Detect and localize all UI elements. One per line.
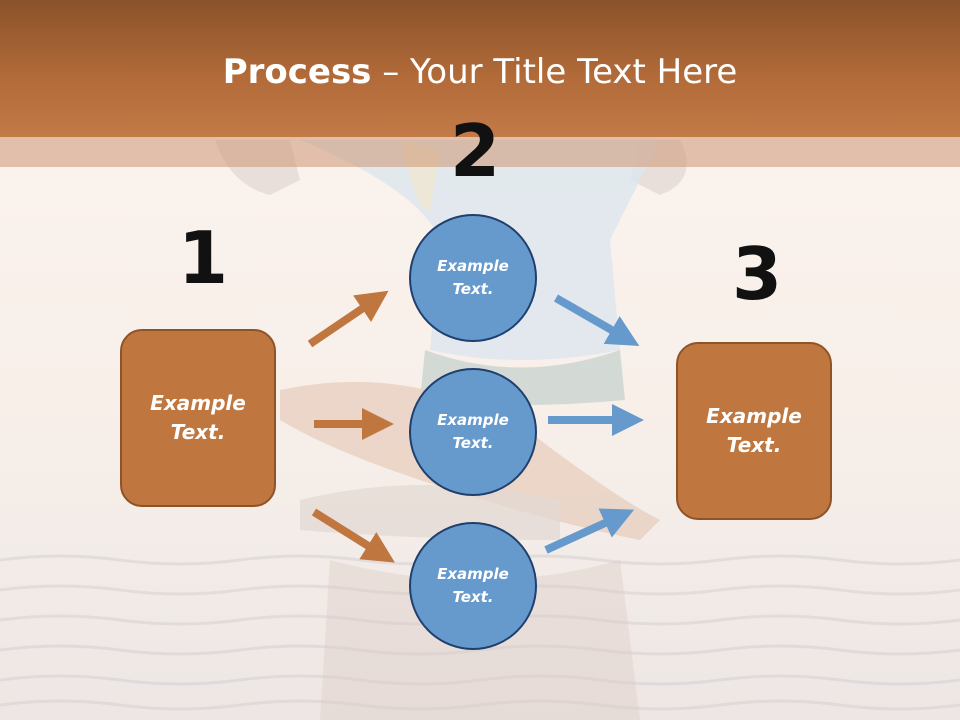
- circle-bottom-label: Example Text.: [437, 565, 509, 606]
- arrow-blue-up: [544, 508, 635, 554]
- right-step-label: Example Text.: [706, 404, 802, 457]
- header-strip: [0, 137, 960, 167]
- left-step-box: Example Text.: [120, 329, 276, 507]
- circle-middle: Example Text.: [409, 368, 537, 496]
- header-bar: [0, 0, 960, 137]
- circle-top-label: Example Text.: [437, 257, 509, 298]
- arrow-orange-down: [311, 508, 395, 563]
- arrow-blue-down: [554, 294, 640, 346]
- slide-title: Process – Your Title Text Here: [0, 52, 960, 92]
- arrow-orange-up: [307, 290, 389, 348]
- title-bold: Process: [222, 52, 372, 92]
- step-number-3: 3: [732, 232, 783, 316]
- circle-middle-label: Example Text.: [437, 411, 509, 452]
- left-step-label: Example Text.: [150, 391, 246, 444]
- step-number-1: 1: [178, 216, 229, 300]
- circle-top: Example Text.: [409, 214, 537, 342]
- right-step-box: Example Text.: [676, 342, 832, 520]
- step-number-2: 2: [450, 109, 501, 193]
- circle-bottom: Example Text.: [409, 522, 537, 650]
- title-rest: – Your Title Text Here: [371, 52, 738, 92]
